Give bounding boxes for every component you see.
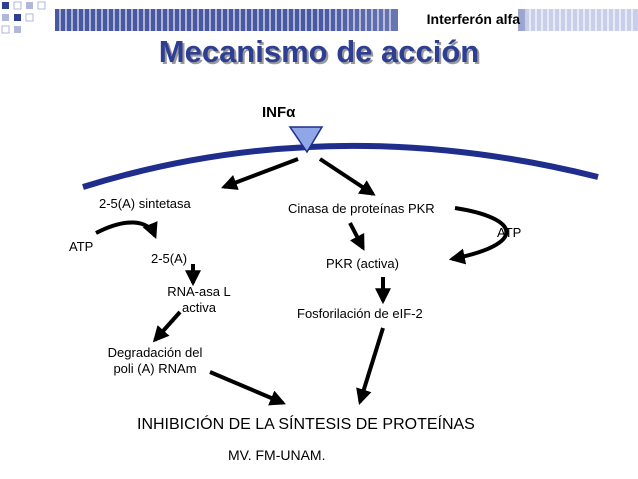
outcome-label: INHIBICIÓN DE LA SÍNTESIS DE PROTEÍNAS [137,416,475,433]
pkr-label: Cinasa de proteínas PKR [288,201,435,216]
product-25a-label: 2-5(A) [151,251,188,266]
rnasa-label-line2: activa [182,300,216,315]
rnasa-label: RNA-asa L activa [140,284,258,316]
receptor-icon [288,126,324,154]
slide-title: Mecanismo de acción [158,34,480,69]
degradacion-label-line2: poli (A) RNAm [113,361,197,376]
corner-decoration [1,1,46,34]
cell-membrane [82,142,599,190]
arrow-degradacion-to-inhibicion [209,370,286,406]
degradacion-label-line1: Degradación del [107,345,203,360]
ligand-label: INFα [262,104,296,121]
arrow-atp-to-pkr-activa [448,206,509,265]
pkr-activa-label: PKR (activa) [326,256,399,271]
arrow-rnasa-to-degradacion [152,310,182,343]
header-label: Interferón alfa [426,11,520,27]
header-bar [55,9,638,31]
credit-label: MV. FM-UNAM. [228,447,326,463]
arrow-receptor-to-pkr [318,157,376,196]
atp-right-label: ATP [497,225,522,240]
arrow-fosforilacion-to-inhibicion [356,327,385,406]
degradacion-label: Degradación del poli (A) RNAm [80,345,230,377]
sintetasa-label: 2-5(A) sintetasa [99,196,191,211]
arrow-atp-to-25a [95,220,158,239]
fosforilacion-label: Fosforilación de eIF-2 [297,306,423,321]
arrow-receptor-to-sintetasa [221,157,299,190]
arrow-pkr-to-activa [348,222,365,251]
rnasa-label-line1: RNA-asa L [167,284,231,299]
atp-left-label: ATP [69,239,94,254]
